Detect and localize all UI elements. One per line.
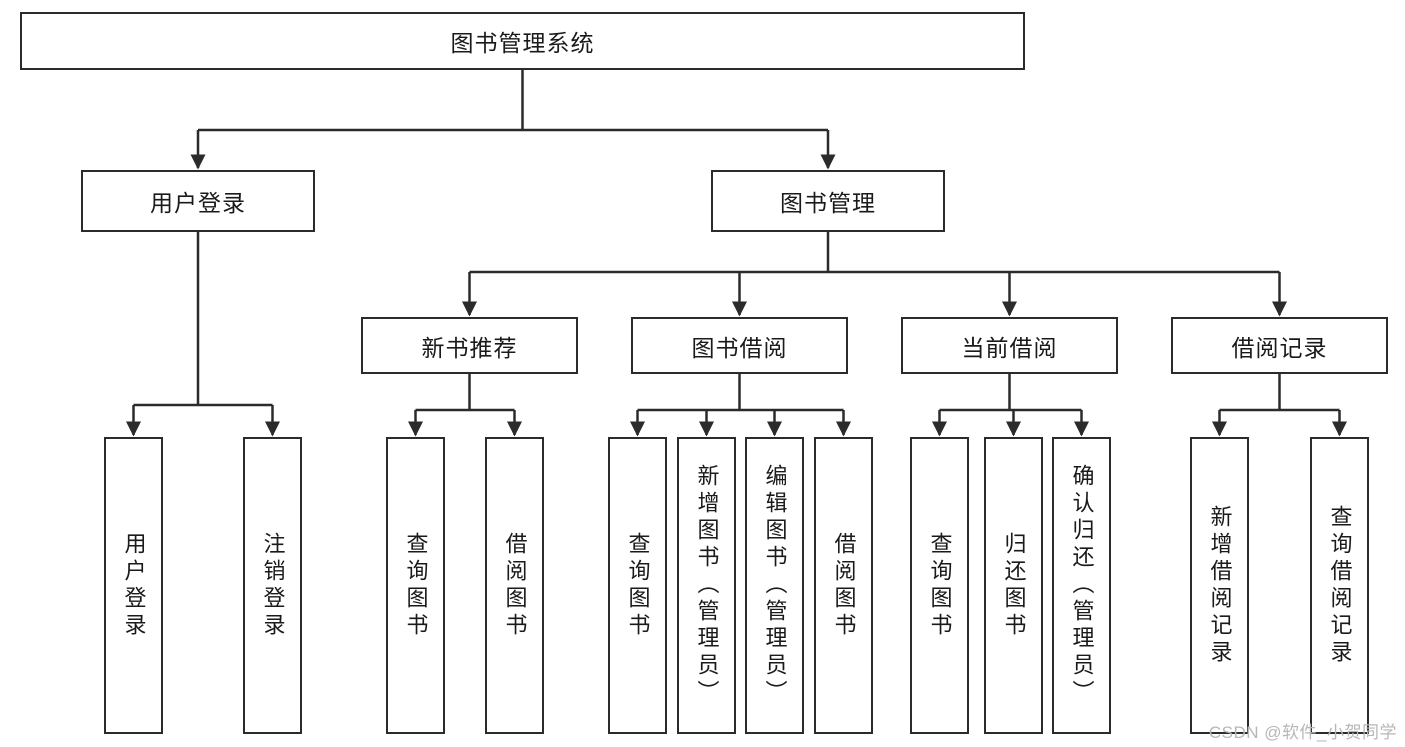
node-leaf-br-add[interactable]: 新增借阅记录 [1190, 437, 1249, 734]
node-label: 编辑图书（管理员） [762, 464, 788, 707]
node-leaf-bb-add[interactable]: 新增图书（管理员） [677, 437, 736, 734]
node-leaf-cb-confirm[interactable]: 确认归还（管理员） [1052, 437, 1111, 734]
node-leaf-nbr-borrow[interactable]: 借阅图书 [485, 437, 544, 734]
node-label: 借阅图书 [502, 531, 528, 640]
node-label: 查询图书 [625, 531, 651, 640]
node-leaf-nbr-query[interactable]: 查询图书 [386, 437, 445, 734]
node-book-manage[interactable]: 图书管理 [711, 170, 945, 232]
node-label: 图书借阅 [691, 334, 788, 361]
node-new-book-recommend[interactable]: 新书推荐 [361, 317, 578, 374]
node-label: 查询图书 [927, 531, 953, 640]
node-leaf-cb-query[interactable]: 查询图书 [910, 437, 969, 734]
node-label: 新增借阅记录 [1207, 504, 1233, 667]
node-leaf-bb-borrow[interactable]: 借阅图书 [814, 437, 873, 734]
node-label: 查询图书 [403, 531, 429, 640]
node-label: 当前借阅 [961, 334, 1058, 361]
node-label: 借阅记录 [1231, 334, 1328, 361]
node-leaf-bb-edit[interactable]: 编辑图书（管理员） [745, 437, 804, 734]
node-label: 图书管理 [780, 190, 876, 216]
node-label: 新增图书（管理员） [694, 464, 720, 707]
node-user-login[interactable]: 用户登录 [81, 170, 315, 232]
node-borrow-record[interactable]: 借阅记录 [1171, 317, 1388, 374]
node-leaf-user-login[interactable]: 用户登录 [104, 437, 163, 734]
node-label: 用户登录 [150, 190, 246, 216]
node-current-borrow[interactable]: 当前借阅 [901, 317, 1118, 374]
node-label: 注销登录 [260, 531, 286, 640]
node-root[interactable]: 图书管理系统 [20, 12, 1025, 70]
node-label: 确认归还（管理员） [1069, 464, 1095, 707]
node-leaf-cb-return[interactable]: 归还图书 [984, 437, 1043, 734]
node-leaf-bb-query[interactable]: 查询图书 [608, 437, 667, 734]
node-label: 用户登录 [121, 531, 147, 640]
node-label: 图书管理系统 [450, 30, 595, 56]
node-label: 归还图书 [1001, 531, 1027, 640]
node-leaf-user-logout[interactable]: 注销登录 [243, 437, 302, 734]
node-leaf-br-query[interactable]: 查询借阅记录 [1310, 437, 1369, 734]
watermark-label: CSDN @软件_小贺同学 [1208, 723, 1397, 742]
node-label: 查询借阅记录 [1327, 504, 1353, 667]
node-book-borrow[interactable]: 图书借阅 [631, 317, 848, 374]
node-label: 借阅图书 [831, 531, 857, 640]
node-label: 新书推荐 [421, 334, 518, 361]
